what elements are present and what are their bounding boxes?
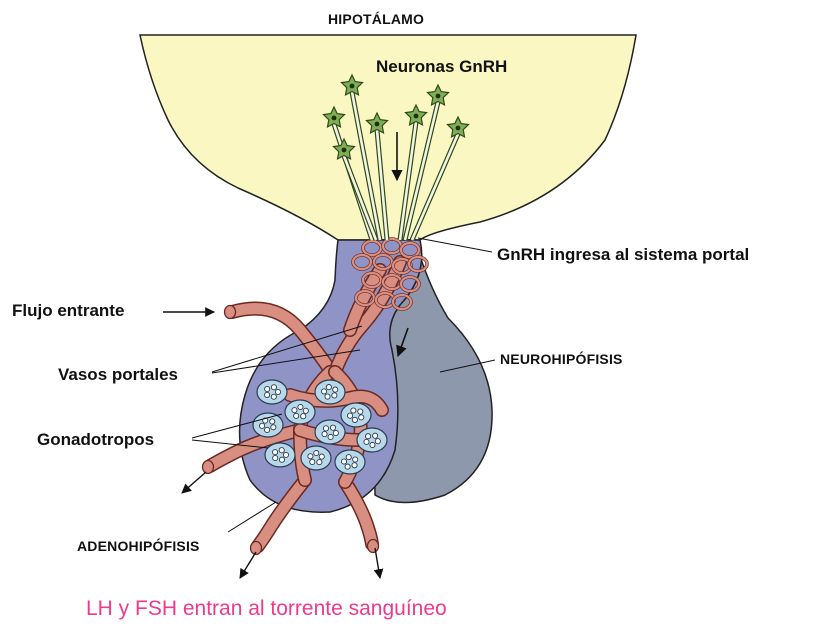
- caption-lh-fsh: LH y FSH entran al torrente sanguíneo: [86, 598, 447, 619]
- gnrh-neuron-nucleus-1: [332, 116, 337, 121]
- vessel-end-1: [203, 461, 214, 474]
- gnrh-neuron-nucleus-0: [350, 84, 355, 89]
- label-portal-vessels: Vasos portales: [58, 366, 178, 383]
- gnrh-neuron-nucleus-2: [342, 148, 347, 153]
- outflow-arrow-bottom-right: [375, 548, 380, 578]
- gonadotrope-cluster-9: [315, 420, 345, 444]
- label-hypothalamus: HIPOTÁLAMO: [328, 12, 424, 26]
- gonadotrope-cluster-4: [357, 428, 387, 452]
- gonadotrope-cluster-2: [315, 380, 345, 404]
- gnrh-neuron-nucleus-5: [436, 94, 441, 99]
- gnrh-neuron-nucleus-3: [375, 122, 380, 127]
- leader-gnrh-portal: [418, 238, 492, 252]
- outflow-arrow-left: [182, 472, 206, 493]
- label-gonadotropes: Gonadotropos: [37, 431, 154, 448]
- gonadotrope-cluster-3: [341, 403, 371, 427]
- label-neurohypophysis: NEUROHIPÓFISIS: [500, 352, 623, 366]
- vessel-end-0: [225, 306, 236, 319]
- gonadotrope-cluster-0: [257, 380, 287, 404]
- vessel-end-3: [368, 540, 379, 553]
- gonadotrope-cluster-6: [301, 446, 331, 470]
- gonadotrope-cluster-5: [265, 443, 295, 467]
- gonadotrope-cluster-7: [335, 450, 365, 474]
- label-inflow: Flujo entrante: [12, 302, 124, 319]
- gnrh-neuron-nucleus-4: [414, 114, 419, 119]
- gnrh-neuron-nucleus-6: [456, 126, 461, 131]
- label-gnrh-neurons: Neuronas GnRH: [376, 58, 507, 75]
- label-gnrh-portal: GnRH ingresa al sistema portal: [497, 246, 749, 263]
- gonadotrope-cluster-8: [253, 413, 283, 437]
- outflow-arrow-bottom-left: [240, 552, 256, 578]
- gonadotrope-cluster-1: [285, 400, 315, 424]
- label-adenohypophysis: ADENOHIPÓFISIS: [77, 539, 200, 553]
